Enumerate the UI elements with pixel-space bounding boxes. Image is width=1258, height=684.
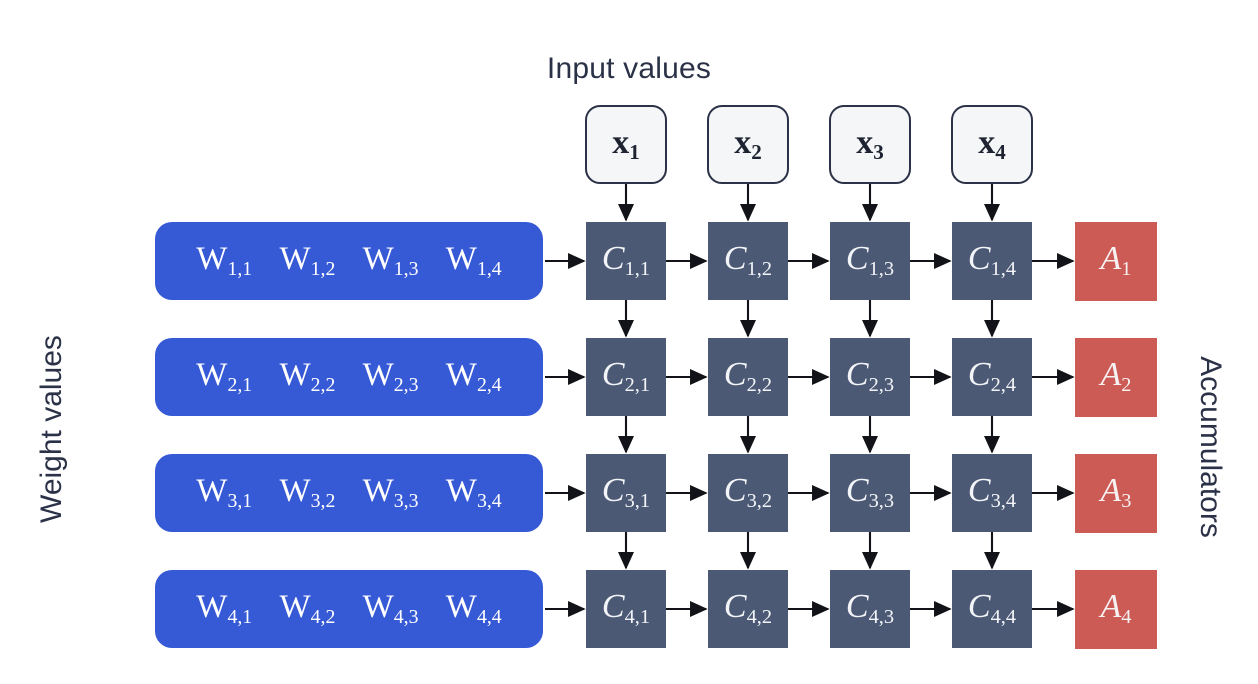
weight-label-4-4: W4,4 bbox=[445, 588, 502, 628]
weight-label-2-1: W2,1 bbox=[196, 356, 253, 396]
pe-cell-label-4-2: C4,2 bbox=[723, 588, 773, 629]
pe-cell-3-4[interactable]: C3,4 bbox=[952, 454, 1032, 532]
accumulator-label-a3: A3 bbox=[1100, 472, 1132, 513]
pe-cell-2-2[interactable]: C2,2 bbox=[708, 338, 788, 416]
pe-cell-label-3-2: C3,2 bbox=[723, 472, 773, 513]
pe-cell-label-1-2: C1,2 bbox=[723, 240, 773, 281]
input-label-x3: x3 bbox=[856, 124, 884, 164]
weight-bar-row-2[interactable]: W2,1 W2,2 W2,3 W2,4 bbox=[155, 338, 543, 416]
accumulator-label-a2: A2 bbox=[1100, 356, 1132, 397]
pe-cell-label-1-4: C1,4 bbox=[967, 240, 1017, 281]
pe-cell-label-3-4: C3,4 bbox=[967, 472, 1017, 513]
weight-label-3-1: W3,1 bbox=[196, 472, 253, 512]
pe-cell-4-1[interactable]: C4,1 bbox=[586, 570, 666, 648]
accumulator-a1[interactable]: A1 bbox=[1075, 221, 1157, 301]
weight-bar-row-1[interactable]: W1,1 W1,2 W1,3 W1,4 bbox=[155, 222, 543, 300]
accumulator-a4[interactable]: A4 bbox=[1075, 569, 1157, 649]
pe-cell-label-4-4: C4,4 bbox=[967, 588, 1017, 629]
pe-cell-label-2-1: C2,1 bbox=[601, 356, 651, 397]
weight-bar-row-3[interactable]: W3,1 W3,2 W3,3 W3,4 bbox=[155, 454, 543, 532]
weight-label-1-1: W1,1 bbox=[196, 240, 253, 280]
weight-label-4-1: W4,1 bbox=[196, 588, 253, 628]
accumulator-label-a1: A1 bbox=[1100, 240, 1132, 281]
pe-cell-label-1-3: C1,3 bbox=[845, 240, 895, 281]
input-label-x2: x2 bbox=[734, 124, 762, 164]
weight-label-1-3: W1,3 bbox=[362, 240, 419, 280]
pe-cell-label-1-1: C1,1 bbox=[601, 240, 651, 281]
weight-values-label: Weight values bbox=[35, 335, 68, 523]
pe-cell-label-2-4: C2,4 bbox=[967, 356, 1017, 397]
accumulator-a2[interactable]: A2 bbox=[1075, 337, 1157, 417]
pe-cell-1-4[interactable]: C1,4 bbox=[952, 222, 1032, 300]
pe-cell-3-3[interactable]: C3,3 bbox=[830, 454, 910, 532]
pe-cell-3-2[interactable]: C3,2 bbox=[708, 454, 788, 532]
page-title: Input values bbox=[546, 52, 712, 85]
input-box-x4[interactable]: x4 bbox=[951, 105, 1033, 184]
weight-label-2-3: W2,3 bbox=[362, 356, 419, 396]
input-box-x2[interactable]: x2 bbox=[707, 105, 789, 184]
weight-label-1-2: W1,2 bbox=[279, 240, 336, 280]
pe-cell-4-3[interactable]: C4,3 bbox=[830, 570, 910, 648]
pe-cell-label-4-3: C4,3 bbox=[845, 588, 895, 629]
pe-cell-label-3-3: C3,3 bbox=[845, 472, 895, 513]
input-label-x1: x1 bbox=[612, 124, 640, 164]
input-box-x1[interactable]: x1 bbox=[585, 105, 667, 184]
weight-label-4-3: W4,3 bbox=[362, 588, 419, 628]
pe-cell-1-1[interactable]: C1,1 bbox=[586, 222, 666, 300]
pe-cell-1-2[interactable]: C1,2 bbox=[708, 222, 788, 300]
accumulators-label: Accumulators bbox=[1194, 356, 1227, 538]
pe-cell-label-2-3: C2,3 bbox=[845, 356, 895, 397]
pe-cell-2-1[interactable]: C2,1 bbox=[586, 338, 666, 416]
weight-label-2-2: W2,2 bbox=[279, 356, 336, 396]
weight-label-1-4: W1,4 bbox=[445, 240, 502, 280]
pe-cell-label-2-2: C2,2 bbox=[723, 356, 773, 397]
weight-bar-row-4[interactable]: W4,1 W4,2 W4,3 W4,4 bbox=[155, 570, 543, 648]
weight-label-2-4: W2,4 bbox=[445, 356, 502, 396]
pe-cell-label-4-1: C4,1 bbox=[601, 588, 651, 629]
accumulator-a3[interactable]: A3 bbox=[1075, 453, 1157, 533]
weight-label-4-2: W4,2 bbox=[279, 588, 336, 628]
pe-cell-1-3[interactable]: C1,3 bbox=[830, 222, 910, 300]
weight-label-3-3: W3,3 bbox=[362, 472, 419, 512]
pe-cell-label-3-1: C3,1 bbox=[601, 472, 651, 513]
pe-cell-4-4[interactable]: C4,4 bbox=[952, 570, 1032, 648]
accumulator-label-a4: A4 bbox=[1100, 588, 1132, 629]
weight-label-3-4: W3,4 bbox=[445, 472, 502, 512]
weight-label-3-2: W3,2 bbox=[279, 472, 336, 512]
pe-cell-3-1[interactable]: C3,1 bbox=[586, 454, 666, 532]
pe-cell-4-2[interactable]: C4,2 bbox=[708, 570, 788, 648]
pe-cell-2-4[interactable]: C2,4 bbox=[952, 338, 1032, 416]
input-label-x4: x4 bbox=[978, 124, 1006, 164]
input-box-x3[interactable]: x3 bbox=[829, 105, 911, 184]
pe-cell-2-3[interactable]: C2,3 bbox=[830, 338, 910, 416]
